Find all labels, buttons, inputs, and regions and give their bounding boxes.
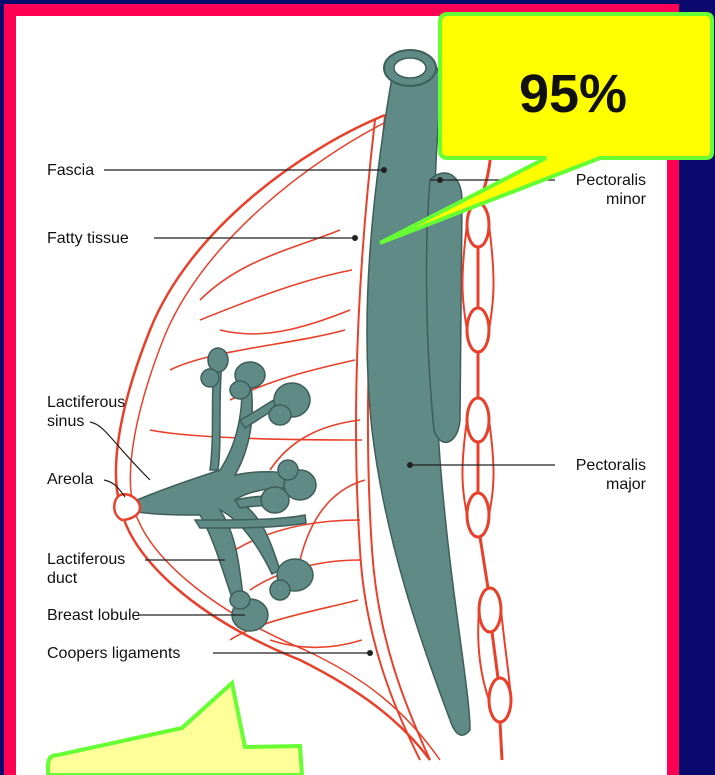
label-lactiferous-sinus-1: Lactiferous <box>47 393 125 412</box>
coopers-ligaments <box>150 230 365 648</box>
label-pectoralis-minor-2: minor <box>560 190 646 209</box>
label-fascia: Fascia <box>47 161 94 180</box>
note-bubble <box>48 683 302 775</box>
label-lactiferous-duct-1: Lactiferous <box>47 550 125 569</box>
label-fatty-tissue: Fatty tissue <box>47 229 129 248</box>
label-pectoralis-minor-1: Pectoralis <box>560 171 646 190</box>
label-coopers-ligaments: Coopers ligaments <box>47 644 180 663</box>
ribs <box>462 140 511 760</box>
label-lactiferous-duct-2: duct <box>47 569 77 588</box>
areola-shape <box>114 494 140 520</box>
label-lactiferous-sinus-2: sinus <box>47 412 84 431</box>
label-breast-lobule: Breast lobule <box>47 606 140 625</box>
label-pectoralis-major-1: Pectoralis <box>560 456 646 475</box>
label-areola: Areola <box>47 470 93 489</box>
label-pectoralis-major-2: major <box>560 475 646 494</box>
callout-percentage: 95% <box>438 44 708 144</box>
